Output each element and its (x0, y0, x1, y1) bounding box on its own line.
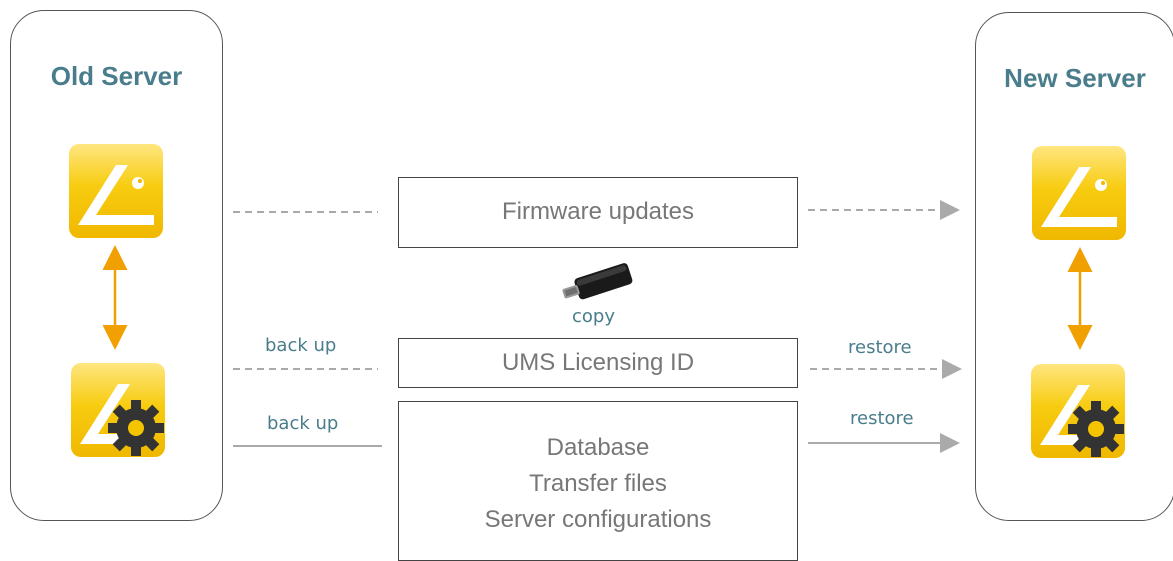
transfer-files-label: Transfer files (529, 470, 667, 497)
restore-data-label: restore (850, 408, 914, 429)
copy-label: copy (572, 306, 615, 327)
ums-licensing-id-label: UMS Licensing ID (501, 349, 695, 376)
restore-licensing-label: restore (848, 337, 912, 358)
data-transfer-box: Database Transfer files Server configura… (398, 401, 798, 561)
firmware-updates-box: Firmware updates (398, 177, 798, 248)
ums-console-gear-icon (71, 363, 165, 457)
firmware-updates-label: Firmware updates (501, 198, 695, 225)
backup-licensing-label: back up (265, 335, 337, 356)
database-label: Database (546, 434, 650, 461)
backup-data-label: back up (267, 413, 339, 434)
ums-server-icon (69, 144, 163, 238)
old-server-title: Old Server (50, 61, 183, 91)
ums-console-gear-icon (1031, 364, 1125, 458)
server-configurations-label: Server configurations (484, 506, 712, 533)
ums-server-icon (1032, 146, 1126, 240)
ums-licensing-id-box: UMS Licensing ID (398, 338, 798, 388)
usb-dongle-icon (562, 263, 633, 300)
new-server-title: New Server (1004, 63, 1146, 93)
